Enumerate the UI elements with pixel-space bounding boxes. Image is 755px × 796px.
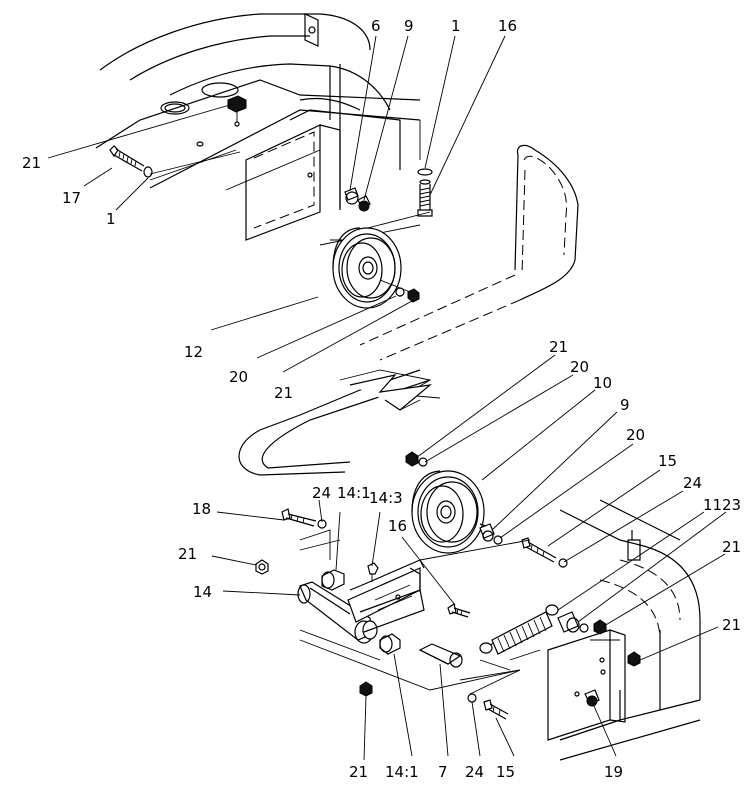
assembly-guide-lines-lower [299,539,521,695]
callout-1: 1 [106,210,116,228]
callout-24: 24 [312,484,331,502]
callout-17: 17 [62,189,81,207]
callout-14: 14 [193,583,212,601]
callout-9: 9 [404,17,414,35]
callout-23: 23 [722,496,741,514]
spacer-23-nut-21 [557,611,641,667]
bolt-17-washer-1 [109,145,241,178]
callout-21: 21 [274,384,293,402]
callout-21: 21 [178,545,197,563]
callout-24: 24 [465,763,484,781]
callout-16: 16 [388,517,407,535]
callout-21: 21 [722,616,741,634]
upper-bracket-plate [149,124,341,241]
callout-7: 7 [438,763,448,781]
callout-21: 21 [549,338,568,356]
callout-21: 21 [722,538,741,556]
callout-14-1: 14:1 [337,484,371,502]
callout-11: 11 [703,496,722,514]
callout-10: 10 [593,374,612,392]
callout-19: 19 [604,763,623,781]
callout-15: 15 [496,763,515,781]
bushing-14-1-upper [321,569,345,591]
callout-24: 24 [683,474,702,492]
callout-21: 21 [349,763,368,781]
flange-nut-21-top [227,95,247,127]
callout-14-1: 14:1 [385,763,419,781]
drive-belt [238,144,579,476]
callout-9: 9 [620,396,630,414]
bushing-14-1-lower [379,633,401,655]
bolt-15-upper [521,537,568,568]
nut-21-left [255,559,269,575]
callout-16: 16 [498,17,517,35]
assembly-guide-lines-upper [319,120,431,246]
bolt-16-lower [447,603,471,618]
callout-21: 21 [22,154,41,172]
bolt-18-washer-24 [281,508,331,560]
lower-frame [559,499,701,761]
pulley-10 [405,451,531,561]
pulley-12 [332,227,420,309]
leader-lines [47,35,727,761]
bolt-15-washer-24-lower [467,693,509,720]
spacer-6-nut-9-upper [344,187,371,212]
callout-6: 6 [371,17,381,35]
callout-18: 18 [192,500,211,518]
callout-20: 20 [570,358,589,376]
fitting-14-3 [367,562,379,582]
spacer-7 [418,643,463,668]
callout-12: 12 [184,343,203,361]
callout-1: 1 [451,17,461,35]
idler-arm-14 [297,559,425,644]
bolt-16-washer-1 [417,168,433,217]
callout-20: 20 [626,426,645,444]
callout-20: 20 [229,368,248,386]
callout-14-3: 14:3 [369,489,403,507]
nut-21-lower [359,681,373,697]
callout-labels: 21 17 1 6 9 1 16 12 20 21 21 20 10 9 20 … [22,17,741,781]
callout-15: 15 [658,452,677,470]
extension-spring-11 [479,604,559,671]
lower-mount-plate-19 [547,629,626,741]
